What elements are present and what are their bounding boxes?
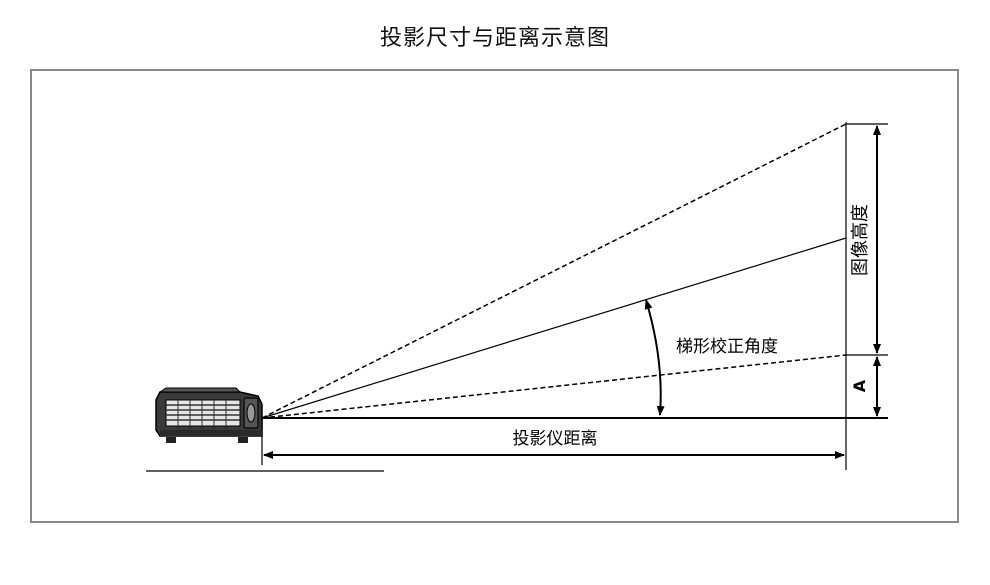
beam-bottom <box>261 354 847 419</box>
diagram-title: 投影尺寸与距离示意图 <box>379 26 610 51</box>
projection-distance-label: 投影仪距离 <box>513 429 598 449</box>
keystone-angle-label: 梯形校正角度 <box>676 337 778 357</box>
projector-icon <box>155 387 263 443</box>
image-height-label: 图像高度 <box>850 204 871 276</box>
beam-top <box>261 123 847 419</box>
diagram-frame <box>30 69 959 523</box>
keystone-angle-arc <box>644 299 665 416</box>
beam-center <box>261 237 847 419</box>
offset-a-label: A <box>850 379 869 392</box>
